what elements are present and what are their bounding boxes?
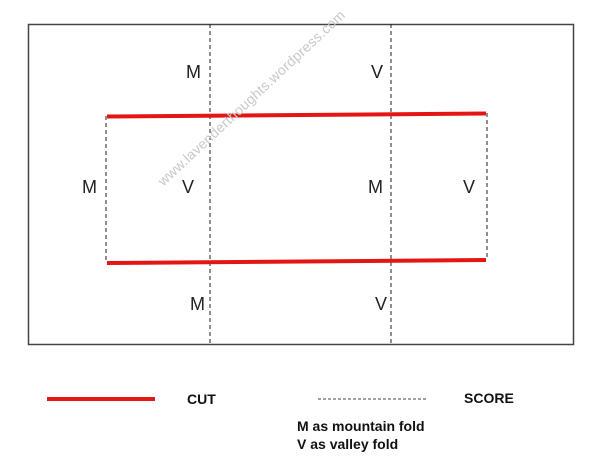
fold-label-mid-right-inner: M [368, 177, 383, 197]
legend-cut-label: CUT [187, 391, 216, 407]
legend-note-valley: V as valley fold [297, 436, 399, 452]
paper-outline [27, 23, 575, 346]
legend-note-mountain: M as mountain fold [297, 418, 425, 434]
fold-label-bottom-right: V [375, 294, 388, 314]
fold-label-top-left: M [186, 62, 201, 82]
cut-line-top [106, 111, 487, 119]
legend-score-label: SCORE [464, 390, 514, 406]
fold-label-mid-right-outer: V [463, 177, 476, 197]
fold-label-top-right: V [371, 62, 384, 82]
cut-line-bottom [106, 258, 487, 265]
fold-label-mid-left-outer: M [82, 177, 97, 197]
fold-label-bottom-left: M [190, 294, 205, 314]
fold-label-mid-left-inner: V [182, 177, 195, 197]
